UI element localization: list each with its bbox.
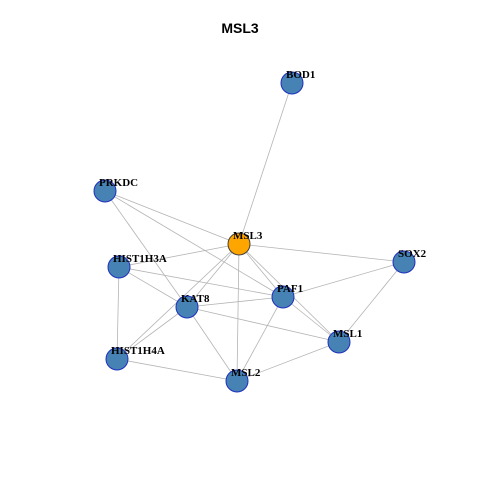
- node-bod1: [280, 71, 304, 95]
- edge-msl3-hist1h3a: [118, 243, 240, 268]
- node-sox2: [392, 250, 416, 274]
- edge-msl3-kat8: [186, 243, 240, 308]
- node-hist1h3a: [107, 255, 131, 279]
- node-prkdc: [93, 179, 117, 203]
- node-label-paf1: PAF1: [277, 283, 303, 295]
- edge-prkdc-paf1: [104, 190, 284, 298]
- node-msl2: [225, 369, 249, 393]
- node-label-msl2: MSL2: [231, 367, 261, 379]
- edge-hist1h3a-hist1h4a: [116, 266, 120, 360]
- edge-msl3-bod1: [238, 82, 293, 245]
- node-label-hist1h4a: HIST1H4A: [111, 345, 165, 357]
- edge-msl1-msl2: [236, 341, 340, 382]
- edge-sox2-paf1: [282, 261, 405, 298]
- edge-paf1-msl2: [236, 296, 284, 382]
- node-hist1h4a: [105, 347, 129, 371]
- node-label-prkdc: PRKDC: [99, 177, 138, 189]
- edge-hist1h3a-paf1: [118, 266, 284, 298]
- node-label-msl3: MSL3: [233, 230, 263, 242]
- diagram-title: MSL3: [221, 20, 259, 36]
- edge-hist1h4a-msl2: [116, 358, 238, 382]
- node-layer: [93, 71, 416, 393]
- node-label-msl1: MSL1: [333, 328, 362, 340]
- node-label-sox2: SOX2: [398, 248, 427, 260]
- node-label-kat8: KAT8: [181, 293, 210, 305]
- edge-layer: [104, 82, 405, 382]
- node-label-hist1h3a: HIST1H3A: [113, 253, 167, 265]
- edge-msl3-sox2: [238, 243, 405, 263]
- node-label-bod1: BOD1: [286, 69, 315, 81]
- edge-kat8-msl1: [186, 306, 340, 343]
- edge-paf1-msl1: [282, 296, 340, 343]
- node-msl3: [227, 232, 251, 256]
- edge-kat8-msl2: [186, 306, 238, 382]
- node-msl1: [327, 330, 351, 354]
- node-paf1: [271, 285, 295, 309]
- edge-paf1-kat8: [186, 296, 284, 308]
- edge-hist1h3a-kat8: [118, 266, 188, 308]
- edge-msl3-msl2: [236, 243, 240, 382]
- edge-msl3-prkdc: [104, 190, 240, 245]
- edge-sox2-msl1: [338, 261, 405, 343]
- node-kat8: [175, 295, 199, 319]
- edge-kat8-hist1h4a: [116, 306, 188, 360]
- edge-prkdc-kat8: [104, 190, 188, 308]
